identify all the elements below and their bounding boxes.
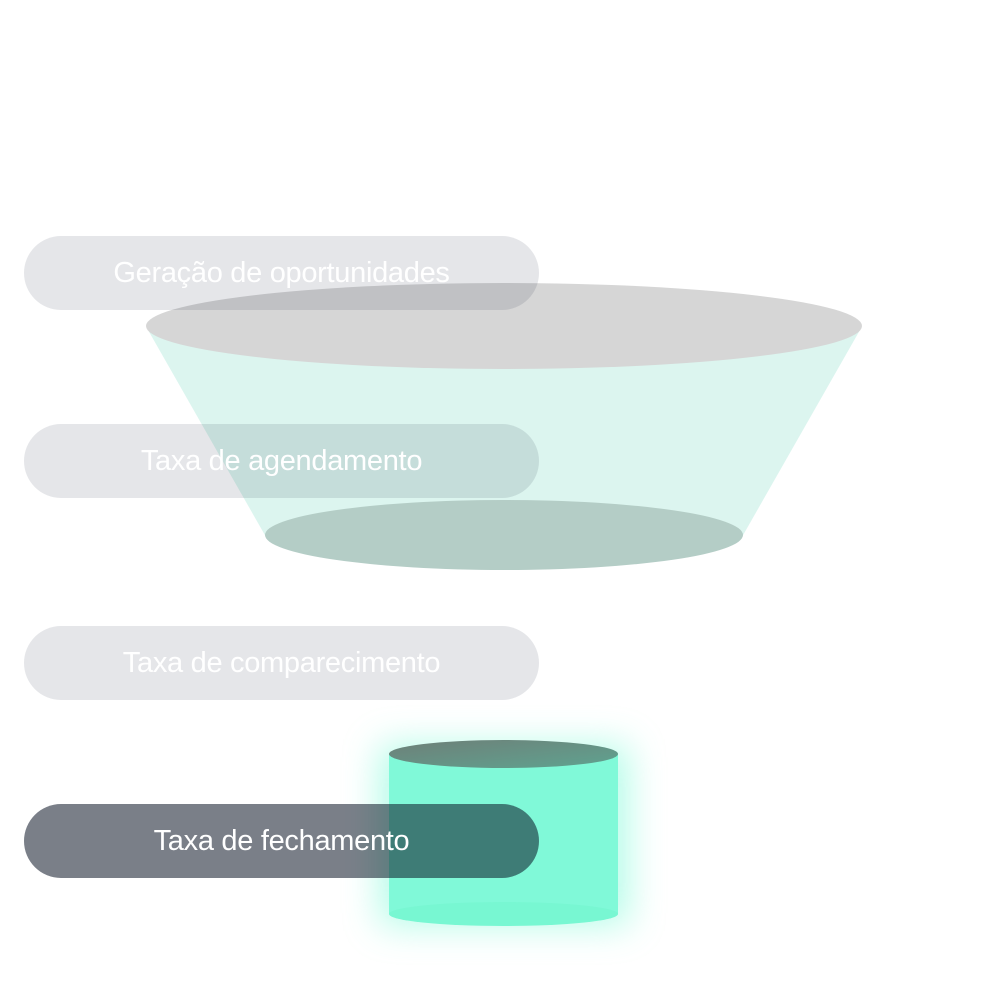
stage-pill-attendance-rate: Taxa de comparecimento [24, 626, 539, 700]
stage-pill-closing-rate: Taxa de fechamento [24, 804, 539, 878]
funnel-cone [148, 330, 860, 537]
stage-label: Taxa de agendamento [140, 444, 423, 477]
stage-pill-lead-generation: Geração de oportunidades [24, 236, 539, 310]
stage-label: Geração de oportunidades [113, 256, 450, 289]
stage-pill-scheduling-rate: Taxa de agendamento [24, 424, 539, 498]
funnel-bottom-ellipse [265, 500, 743, 570]
stage-label: Taxa de comparecimento [122, 646, 441, 679]
cylinder-top-ellipse [389, 740, 618, 768]
stage-label: Taxa de fechamento [153, 824, 410, 857]
cylinder-bottom-ellipse [389, 902, 618, 926]
funnel-top-ellipse [146, 283, 862, 369]
